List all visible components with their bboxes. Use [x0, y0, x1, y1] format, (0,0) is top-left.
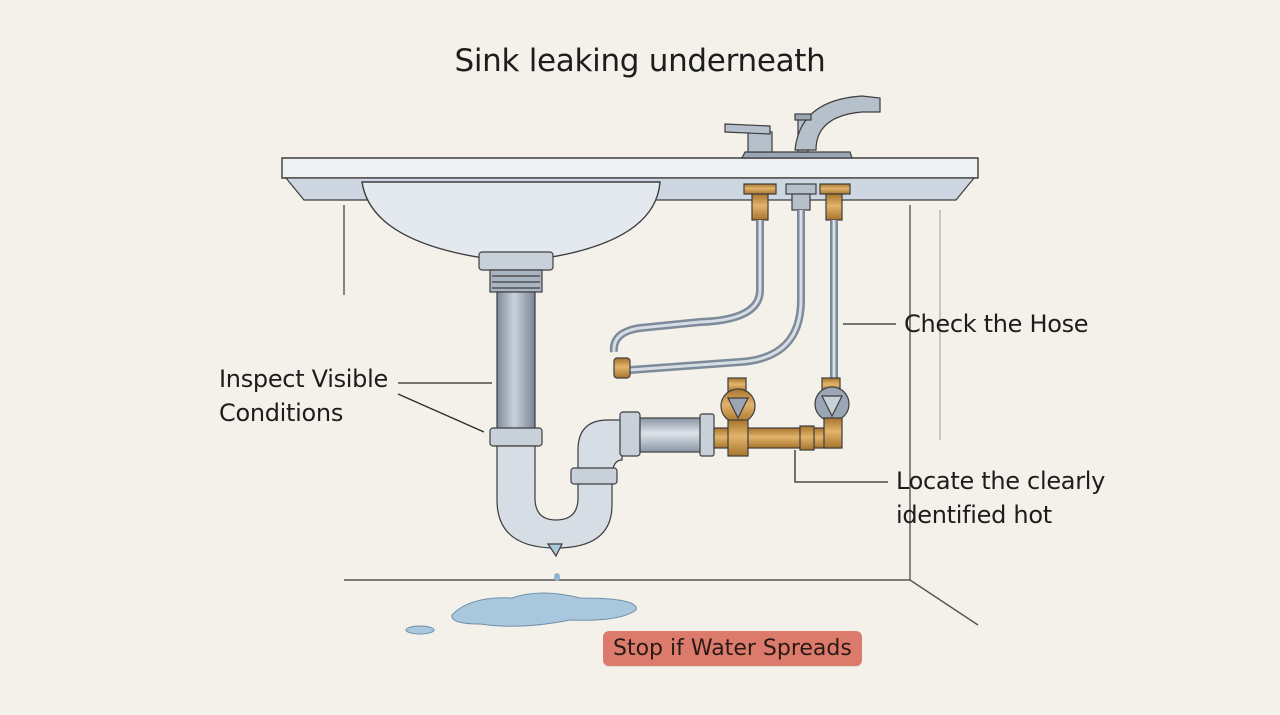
water-puddle — [405, 573, 637, 635]
drain-tailpiece — [478, 251, 554, 447]
label-inspect-line2: Conditions — [219, 399, 344, 427]
leader-lines — [397, 323, 896, 483]
label-check-hose: Check the Hose — [904, 310, 1089, 338]
sink-basin — [361, 181, 661, 263]
label-locate-hot: Locate the clearly identified hot — [896, 464, 1105, 532]
warning-badge: Stop if Water Spreads — [603, 631, 862, 666]
p-trap — [496, 411, 715, 558]
faucet — [724, 95, 881, 159]
page-title: Sink leaking underneath — [454, 43, 826, 79]
label-inspect-visible-conditions: Inspect Visible Conditions — [219, 362, 388, 430]
label-inspect-line1: Inspect Visible — [219, 365, 388, 393]
label-locate-line2: identified hot — [896, 501, 1052, 529]
label-locate-line1: Locate the clearly — [896, 467, 1106, 495]
supply-lines — [609, 183, 851, 457]
cabinet-outline — [343, 205, 979, 626]
